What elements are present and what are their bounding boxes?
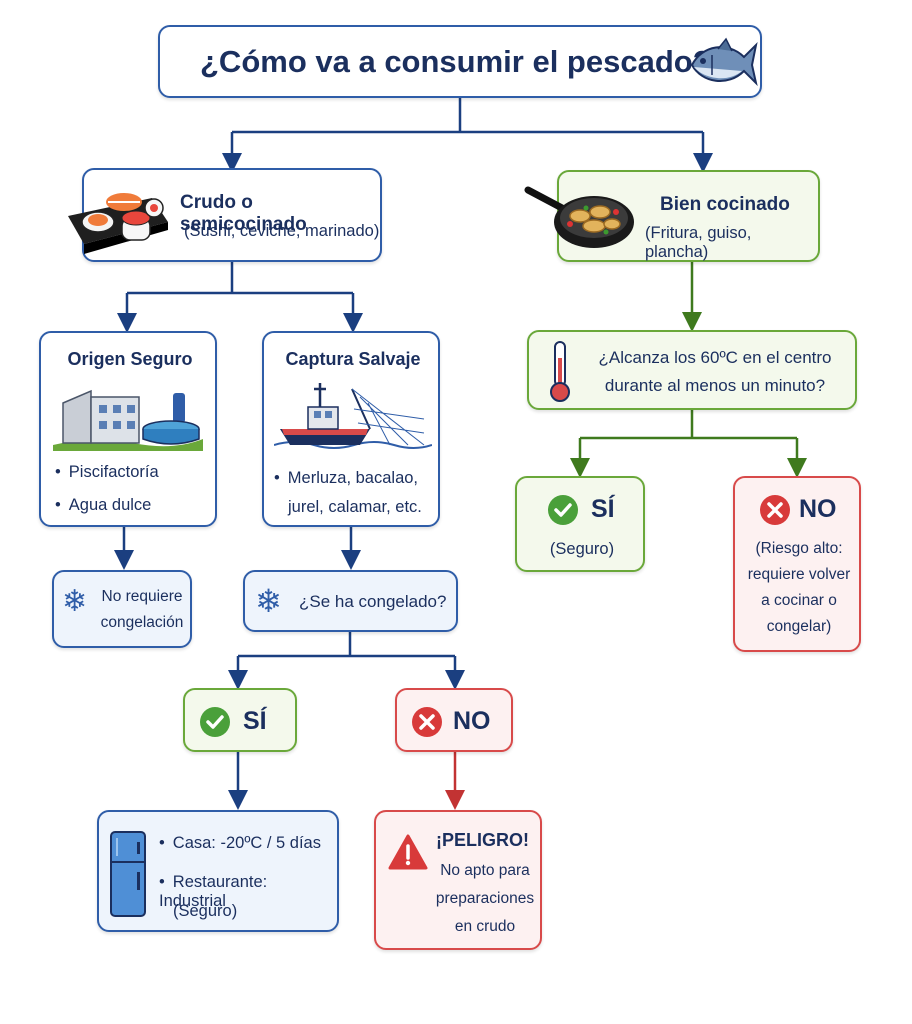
- danger-line-2: preparaciones: [435, 890, 535, 907]
- temp-no-line-1: (Riesgo alto:: [755, 540, 843, 557]
- check-icon: [200, 707, 230, 737]
- wild-catch-box: Captura Salvaje Merluza, bacalao, jurel,…: [262, 331, 440, 527]
- sushi-icon: [68, 193, 168, 254]
- danger-box: ¡PELIGRO! No apto para preparaciones en …: [374, 810, 542, 950]
- temp-no-box: NO (Riesgo alto: requiere volver a cocin…: [733, 476, 861, 652]
- snowflake-icon: ❄: [62, 585, 88, 618]
- fishing-boat-icon: [274, 383, 432, 449]
- temp-question-box: ¿Alcanza los 60ºC en el centro durante a…: [527, 330, 857, 410]
- snowflake-icon: ❄: [255, 583, 282, 619]
- freeze-yes-box: SÍ: [183, 688, 297, 752]
- safe-origin-box: Origen Seguro Piscifactoría Agua dulce: [39, 331, 217, 527]
- raw-title: Crudo o semicocinado: [180, 192, 307, 235]
- safe-origin-title: Origen Seguro: [67, 349, 193, 369]
- fish-icon: [690, 37, 758, 87]
- temp-no-line-3: a cocinar o: [761, 592, 837, 609]
- danger-title: ¡PELIGRO!: [436, 830, 529, 850]
- freeze-no-label: NO: [453, 707, 491, 735]
- freeze-yes-label: SÍ: [243, 707, 267, 735]
- check-icon: [548, 495, 578, 525]
- freeze-info-item-2: Restaurante: Industrial: [159, 873, 337, 911]
- temp-yes-box: SÍ (Seguro): [515, 476, 645, 572]
- frozen-question-text: ¿Se ha congelado?: [299, 592, 447, 611]
- temp-no-line-2: requiere volver: [747, 566, 851, 583]
- cooked-subtitle: (Fritura, guiso, plancha): [645, 224, 752, 261]
- fish-farm-icon: [53, 389, 203, 451]
- cross-icon: [412, 707, 442, 737]
- no-freeze-box: ❄ No requiere congelación: [52, 570, 192, 648]
- safe-origin-item-2: Agua dulce: [55, 496, 152, 515]
- raw-subtitle: (Sushi, ceviche, marinado): [184, 222, 380, 240]
- cross-icon: [760, 495, 790, 525]
- freeze-info-item-1: Casa: -20ºC / 5 días: [159, 834, 321, 853]
- frying-pan-icon: [524, 186, 634, 248]
- danger-line-3: en crudo: [454, 918, 516, 935]
- temp-yes-note: (Seguro): [549, 540, 615, 558]
- frozen-question-box: ❄ ¿Se ha congelado?: [243, 570, 458, 632]
- temp-no-line-4: congelar): [766, 618, 832, 635]
- page-title: ¿Cómo va a consumir el pescado?: [200, 44, 712, 79]
- no-freeze-line-2: congelación: [100, 614, 184, 631]
- temp-no-label: NO: [799, 495, 837, 523]
- wild-catch-title: Captura Salvaje: [285, 349, 421, 369]
- refrigerator-icon: [110, 831, 146, 917]
- cooked-title: Bien cocinado: [660, 194, 790, 215]
- wild-catch-item-1: Merluza, bacalao,: [274, 469, 418, 488]
- temp-yes-label: SÍ: [591, 495, 615, 523]
- safe-origin-item-1: Piscifactoría: [55, 463, 159, 482]
- thermometer-icon: [550, 341, 570, 402]
- title-box: ¿Cómo va a consumir el pescado?: [158, 25, 762, 98]
- freeze-no-box: NO: [395, 688, 513, 752]
- temp-question-line-1: ¿Alcanza los 60ºC en el centro: [598, 348, 832, 367]
- wild-catch-item-2: jurel, calamar, etc.: [288, 498, 422, 516]
- temp-question-line-2: durante al menos un minuto?: [604, 376, 826, 395]
- no-freeze-line-1: No requiere: [101, 588, 183, 605]
- warning-icon: [388, 834, 428, 870]
- freeze-info-box: Casa: -20ºC / 5 días Restaurante: Indust…: [97, 810, 339, 932]
- freeze-info-note: (Seguro): [173, 902, 238, 920]
- danger-line-1: No apto para: [440, 862, 530, 879]
